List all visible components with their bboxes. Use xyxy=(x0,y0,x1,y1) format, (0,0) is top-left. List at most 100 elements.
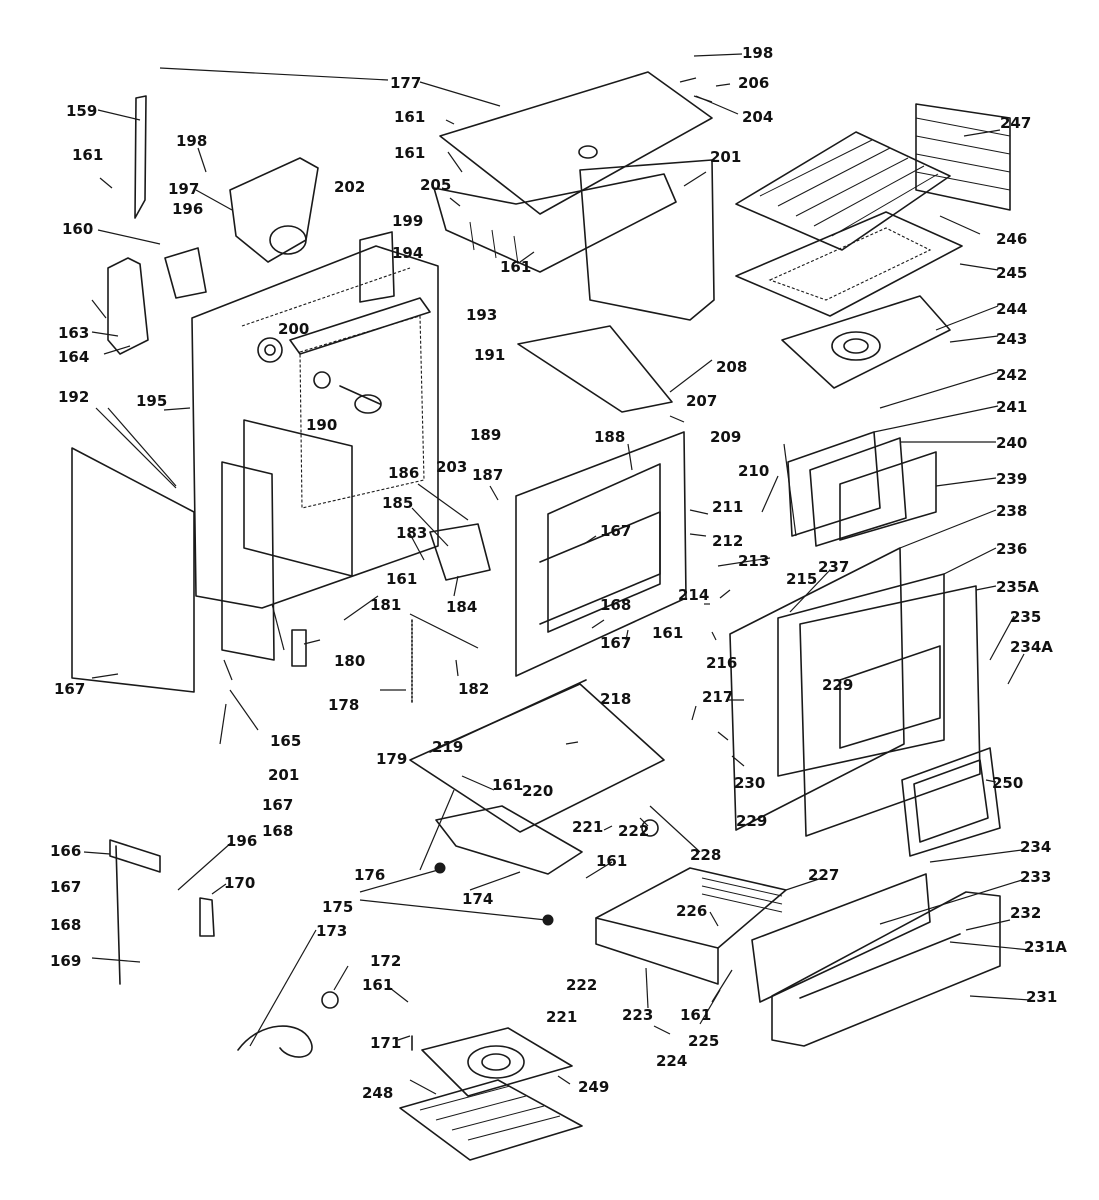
label-188: 187 xyxy=(472,466,503,484)
label-224: 224 xyxy=(656,1052,687,1070)
label-163: 164 xyxy=(58,348,89,366)
label-170: 170 xyxy=(224,874,255,892)
label-230: 230 xyxy=(734,774,765,792)
label-218: 218 xyxy=(600,690,631,708)
label-216: 216 xyxy=(706,654,737,672)
label-193: 191 xyxy=(474,346,505,364)
label-185: 183 xyxy=(396,524,427,542)
label-235: 235 xyxy=(1010,608,1041,626)
label-245: 245 xyxy=(996,264,1027,282)
label-186: 185 xyxy=(382,494,413,512)
label-179: 179 xyxy=(376,750,407,768)
label-191: 190 xyxy=(306,416,337,434)
label-167c: 167 xyxy=(262,796,293,814)
label-248: 248 xyxy=(362,1084,393,1102)
label-238: 238 xyxy=(996,502,1027,520)
label-246: 246 xyxy=(996,230,1027,248)
label-178: 165 xyxy=(270,732,301,750)
label-205: 204 xyxy=(742,108,773,126)
label-211: 211 xyxy=(712,498,743,516)
label-242: 242 xyxy=(996,366,1027,384)
label-241: 241 xyxy=(996,398,1027,416)
label-244: 244 xyxy=(996,300,1027,318)
label-227: 227 xyxy=(808,866,839,884)
label-159: 159 xyxy=(66,102,97,120)
label-180: 178 xyxy=(328,696,359,714)
label-167d: 167 xyxy=(50,878,81,896)
label-195: 200 xyxy=(278,320,309,338)
label-220: 220 xyxy=(522,782,553,800)
label-228: 228 xyxy=(690,846,721,864)
label-202: 202 xyxy=(334,178,365,196)
label-201: 205 xyxy=(420,176,451,194)
label-210: 210 xyxy=(738,462,769,480)
label-203: 177 xyxy=(390,74,421,92)
label-207: 188 xyxy=(594,428,625,446)
label-161i: 161 xyxy=(362,976,393,994)
label-235A: 235A xyxy=(996,578,1039,596)
label-166: 166 xyxy=(50,842,81,860)
label-213: 213 xyxy=(738,552,769,570)
label-167: 167 xyxy=(600,522,631,540)
label-237: 237 xyxy=(818,558,849,576)
label-175: 175 xyxy=(322,898,353,916)
label-225: 225 xyxy=(688,1032,719,1050)
label-233: 233 xyxy=(1020,868,1051,886)
label-229: 229 xyxy=(736,812,767,830)
label-198: 198 xyxy=(176,132,207,150)
label-173: 173 xyxy=(316,922,347,940)
label-183: 184 xyxy=(446,598,477,616)
label-160: 160 xyxy=(62,220,93,238)
label-161g: 161 xyxy=(492,776,523,794)
label-247: 247 xyxy=(1000,114,1031,132)
label-161e: 161 xyxy=(386,570,417,588)
label-177b: 201 xyxy=(268,766,299,784)
label-236: 236 xyxy=(996,540,1027,558)
label-222b: 222 xyxy=(566,976,597,994)
label-232: 232 xyxy=(1010,904,1041,922)
label-209: 209 xyxy=(710,428,741,446)
label-161f: 161 xyxy=(652,624,683,642)
label-171: 171 xyxy=(370,1034,401,1052)
label-229b: 229 xyxy=(822,676,853,694)
label-215: 215 xyxy=(786,570,817,588)
label-223: 223 xyxy=(622,1006,653,1024)
label-165: 167 xyxy=(54,680,85,698)
label-221: 221 xyxy=(572,818,603,836)
label-161j: 161 xyxy=(680,1006,711,1024)
label-196b: 196 xyxy=(226,832,257,850)
label-226: 226 xyxy=(676,902,707,920)
label-234: 234 xyxy=(1020,838,1051,856)
label-174: 174 xyxy=(462,890,493,908)
label-204: 206 xyxy=(738,74,769,92)
label-164: 192 xyxy=(58,388,89,406)
label-161b: 161 xyxy=(394,108,425,126)
label-161d: 161 xyxy=(500,258,531,276)
label-219: 219 xyxy=(432,738,463,756)
part-labels: 159 161 198 197 196 202 160 163 164 192 … xyxy=(50,44,1067,1102)
label-196: 196 xyxy=(172,200,203,218)
label-168: 168 xyxy=(600,596,631,614)
label-231: 231 xyxy=(1026,988,1057,1006)
label-161: 161 xyxy=(72,146,103,164)
label-161h: 161 xyxy=(596,852,627,870)
label-181: 180 xyxy=(334,652,365,670)
label-234A: 234A xyxy=(1010,638,1053,656)
label-239: 239 xyxy=(996,470,1027,488)
label-243: 243 xyxy=(996,330,1027,348)
label-208: 207 xyxy=(686,392,717,410)
label-197: 197 xyxy=(168,180,199,198)
label-167b: 167 xyxy=(600,634,631,652)
label-199: 194 xyxy=(392,244,423,262)
label-222: 222 xyxy=(618,822,649,840)
label-250: 250 xyxy=(992,774,1023,792)
label-168c: 168 xyxy=(50,916,81,934)
label-177: 201 xyxy=(710,148,741,166)
label-200: 199 xyxy=(392,212,423,230)
label-168b: 168 xyxy=(262,822,293,840)
label-231A: 231A xyxy=(1024,938,1067,956)
leader-lines xyxy=(83,53,1031,1095)
label-172: 172 xyxy=(370,952,401,970)
label-249: 249 xyxy=(578,1078,609,1096)
